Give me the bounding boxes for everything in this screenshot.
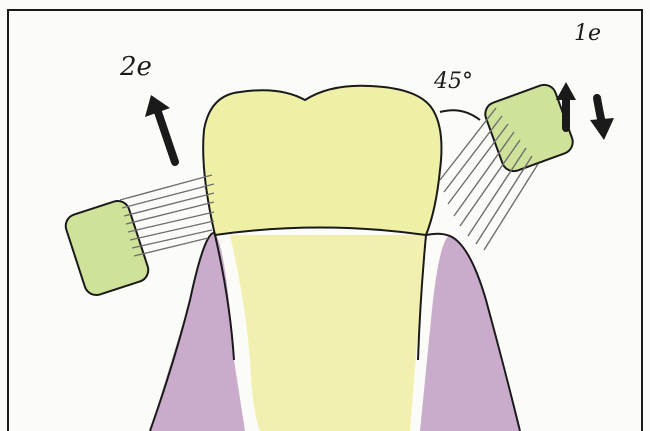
tooth-root: [230, 235, 425, 431]
second-step-label: 2e: [119, 52, 152, 82]
first-step-label: 1e: [574, 21, 601, 46]
tooth-crown: [203, 86, 441, 235]
angle-label: 45°: [433, 69, 473, 94]
